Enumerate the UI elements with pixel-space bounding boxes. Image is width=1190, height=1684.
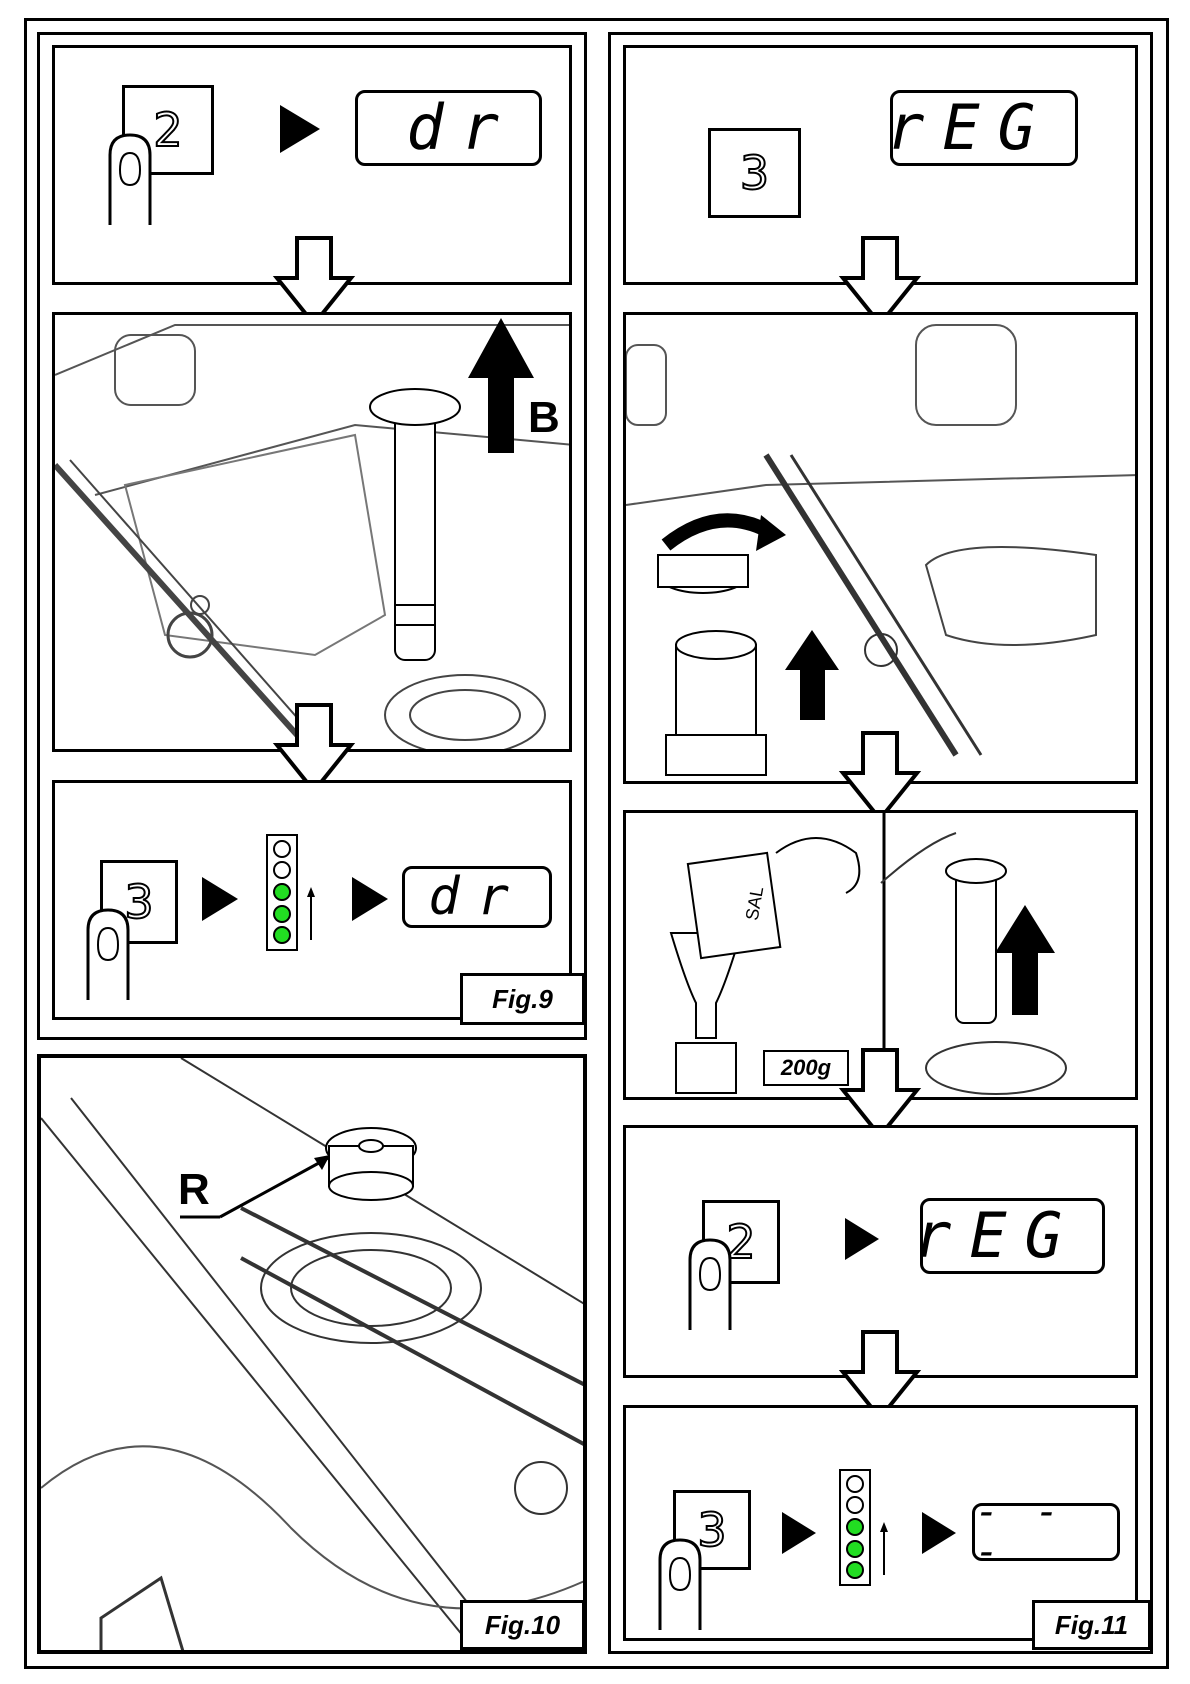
fig10-photo-panel xyxy=(37,1054,587,1654)
salt-weight-label: 200g xyxy=(763,1050,849,1086)
play-arrow-icon xyxy=(922,1512,956,1554)
play-arrow-icon xyxy=(352,877,388,921)
fig11-display: - - - xyxy=(972,1503,1120,1561)
up-arrow-icon xyxy=(785,630,840,720)
play-arrow-icon xyxy=(782,1512,816,1554)
figure-label: Fig.9 xyxy=(460,973,585,1025)
led-indicator-icon xyxy=(828,1470,888,1585)
finger-icon xyxy=(650,1540,720,1630)
fig11-key-button[interactable]: 3 xyxy=(708,128,801,218)
part-label-b: B xyxy=(528,393,560,443)
fig9-display: dr xyxy=(402,866,552,928)
fig11-photo-panel xyxy=(623,312,1138,784)
fig9-display: dr xyxy=(355,90,542,166)
play-arrow-icon xyxy=(202,877,238,921)
fig11-display: rEG xyxy=(920,1198,1105,1274)
led-indicator-icon xyxy=(255,835,315,950)
down-arrow-icon xyxy=(841,733,919,821)
salt-container-illustration xyxy=(626,315,1138,784)
play-arrow-icon xyxy=(280,105,320,153)
up-arrow-icon xyxy=(995,905,1055,1015)
finger-icon xyxy=(680,1240,750,1330)
fig11-display: rEG xyxy=(890,90,1078,166)
play-arrow-icon xyxy=(845,1218,879,1260)
finger-icon xyxy=(100,135,170,225)
finger-icon xyxy=(78,910,148,1000)
figure-label: Fig.11 xyxy=(1032,1600,1151,1650)
figure-label: Fig.10 xyxy=(460,1600,585,1650)
rinse-arm-illustration xyxy=(41,1058,587,1654)
up-arrow-icon xyxy=(466,318,536,453)
pointer-line xyxy=(180,1150,340,1220)
